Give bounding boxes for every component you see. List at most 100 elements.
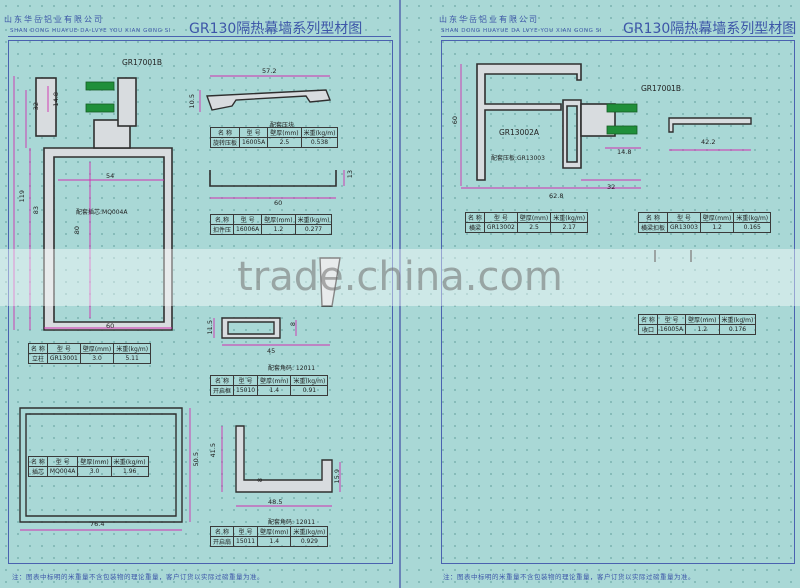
dim-8-sash: 8 — [256, 478, 264, 483]
hdr-thickness: 壁厚(mm) — [685, 314, 720, 325]
drawing-border — [441, 40, 795, 564]
hdr-weight: 米重(kg/m) — [113, 343, 152, 354]
cell-name: 扣件压 — [209, 224, 235, 235]
pressure-plate-profile — [206, 89, 331, 111]
dim-41-5: 41.5 — [209, 443, 217, 458]
dim-76-4: 76.4 — [90, 520, 105, 528]
hdr-weight: 米重(kg/m) — [733, 212, 772, 223]
dim-54: 54 — [106, 172, 115, 180]
company-name-en: SHAN DONG HUAYUE DA LVYE YOU XIAN GONG S… — [10, 28, 172, 34]
dim-14-8: 14.8 — [617, 148, 632, 156]
left-drawing-sheet: 山东华岳铝业有限公司 SHAN DONG HUAYUE DA LVYE YOU … — [0, 0, 399, 588]
dim-8-frame: 8 — [289, 322, 297, 327]
cell-code: 16006A — [233, 224, 263, 235]
hdr-name: 名 称 — [209, 526, 235, 537]
dim-50-5: 50.5 — [192, 452, 200, 467]
dim-60-channel: 60 — [274, 199, 283, 207]
hdr-weight: 米重(kg/m) — [290, 375, 329, 386]
hdr-thickness: 壁厚(mm) — [77, 456, 112, 467]
title-rule — [8, 36, 391, 37]
insert-core-profile — [19, 407, 183, 523]
hdr-thickness: 壁厚(mm) — [261, 214, 296, 225]
hdr-code: 型 号 — [46, 456, 79, 467]
cell-name: 开启框 — [209, 385, 235, 396]
cell-code: GR13003 — [667, 222, 701, 233]
hdr-thickness: 壁厚(mm) — [267, 127, 302, 138]
cell-weight: 0.538 — [300, 137, 339, 148]
hdr-name: 名 称 — [28, 343, 48, 354]
dim-42-2: 42.2 — [701, 138, 716, 146]
hdr-code: 型 号 — [46, 343, 81, 354]
cell-thickness: 1.2 — [261, 224, 296, 235]
opening-sash-profile — [235, 425, 333, 493]
pressure-plate-note: 配套压板:GR13003 — [491, 155, 545, 162]
dim-13: 13 — [346, 170, 354, 179]
hdr-thickness: 壁厚(mm) — [516, 212, 552, 223]
hdr-name: 名 称 — [465, 212, 485, 223]
dimension-lines — [460, 64, 751, 189]
dim-14-8: 14.8 — [52, 92, 60, 107]
hdr-name: 名 称 — [209, 127, 241, 138]
hdr-code: 型 号 — [233, 375, 259, 386]
hdr-code: 型 号 — [483, 212, 518, 223]
thermal-break-strip — [85, 81, 115, 113]
hdr-name: 名 称 — [637, 212, 669, 223]
cell-weight: 0.91 — [290, 385, 329, 396]
hdr-weight: 米重(kg/m) — [294, 214, 333, 225]
cell-thickness: 1.2 — [685, 324, 720, 335]
company-name-cn: 山东华岳铝业有限公司 — [439, 15, 539, 24]
footer-note: 注：图表中标明的米重量不含包装物的理论重量，客户订货以实际过磅重量为准。 — [12, 573, 264, 581]
cell-weight: 0.929 — [290, 536, 329, 547]
cell-thickness: 2.5 — [267, 137, 302, 148]
hdr-name: 名 称 — [209, 375, 235, 386]
dim-32: 32 — [607, 183, 616, 191]
cell-thickness: 1.4 — [257, 536, 292, 547]
dim-83: 83 — [32, 206, 40, 215]
cell-code: 16005A — [239, 137, 269, 148]
corner-connector-note-a: 配套角码: 12011 — [268, 365, 316, 372]
dim-60-mullion: 60 — [106, 322, 115, 330]
cell-weight: 5.11 — [113, 353, 152, 364]
hdr-weight: 米重(kg/m) — [718, 314, 757, 325]
dim-15-9: 15.9 — [333, 469, 341, 484]
dim-80: 80 — [73, 226, 81, 235]
cell-code: 16005A — [656, 324, 687, 335]
dim-62-8: 62.8 — [549, 192, 564, 200]
footer-note: 注：图表中标明的米重量不含包装物的理论重量，客户订货以实际过磅重量为准。 — [443, 573, 695, 581]
dim-119: 119 — [18, 190, 26, 203]
cell-name: 立柱 — [28, 353, 48, 364]
cell-name: 插芯 — [28, 466, 48, 477]
dimension-lines — [13, 75, 345, 531]
corner-connector-note-b: 配套角码: 12011 — [268, 519, 316, 526]
company-name-cn: 山东华岳铝业有限公司 — [4, 15, 104, 24]
cell-thickness: 2.5 — [516, 222, 552, 233]
dim-45: 45 — [267, 347, 276, 355]
cell-weight: 1.96 — [110, 466, 149, 477]
dim-32: 32 — [32, 102, 40, 111]
part-code-gr17001b: GR17001B — [122, 58, 163, 67]
opening-frame-profile — [221, 257, 341, 339]
dim-10-5: 10.5 — [188, 94, 196, 109]
hdr-name: 名 称 — [209, 214, 235, 225]
cell-code: GR13002 — [483, 222, 518, 233]
dim-48-5: 48.5 — [268, 498, 283, 506]
cell-name: 横梁 — [465, 222, 485, 233]
hdr-weight: 米重(kg/m) — [290, 526, 329, 537]
cell-thickness: 3.0 — [77, 466, 112, 477]
hdr-weight: 米重(kg/m) — [550, 212, 589, 223]
dim-11-5: 11.5 — [206, 320, 214, 335]
mullion-insert-label: 配套插芯:MQ004A — [76, 209, 128, 216]
cell-thickness: 3.0 — [79, 353, 115, 364]
cell-code: GR13001 — [46, 353, 81, 364]
watermark-band — [0, 249, 800, 306]
cell-weight: 0.277 — [294, 224, 333, 235]
pressure-cover-note: 配套压块 — [270, 122, 295, 129]
